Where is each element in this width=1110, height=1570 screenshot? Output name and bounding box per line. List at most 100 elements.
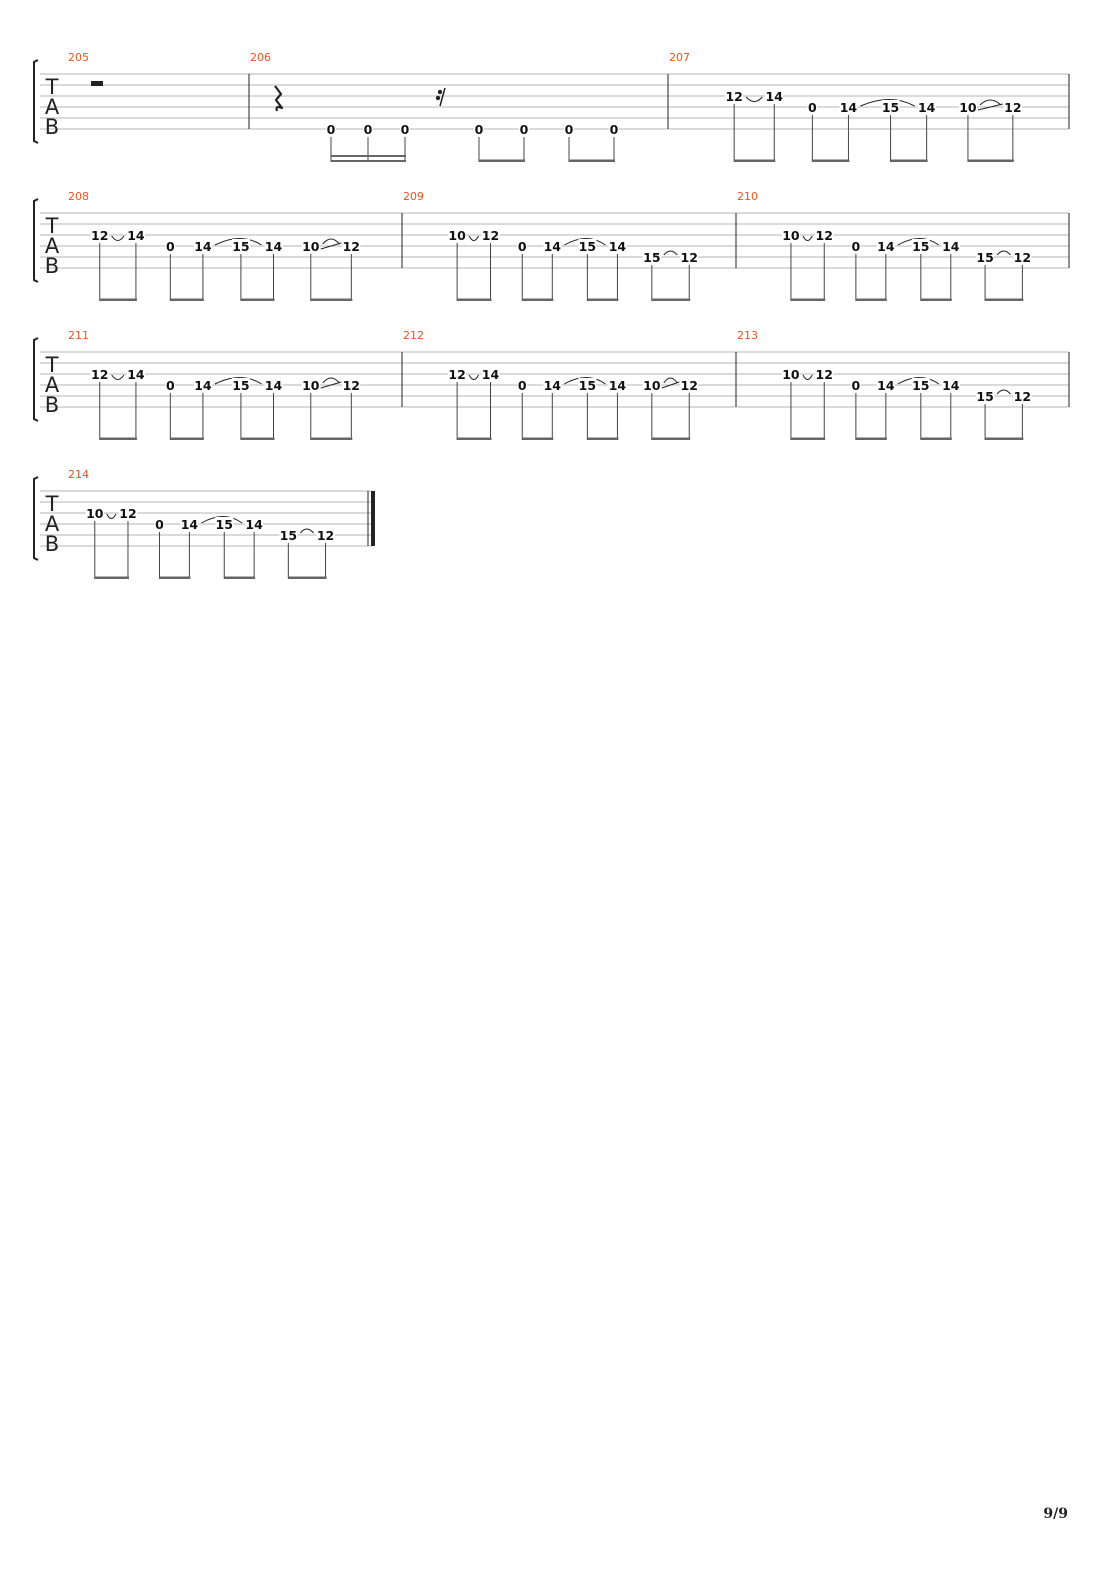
fret-bg xyxy=(264,239,283,252)
fret-bg xyxy=(448,228,467,241)
fret-bg xyxy=(1013,389,1032,402)
note-beam xyxy=(457,298,492,301)
fret-number: 14 xyxy=(609,239,627,254)
fret-bg xyxy=(543,378,562,391)
fret-number: 12 xyxy=(681,250,698,265)
tab-clef-letter: A xyxy=(45,95,60,119)
slur xyxy=(322,377,340,384)
slur xyxy=(214,238,262,246)
fret-number: 14 xyxy=(609,378,627,393)
fret-number: 0 xyxy=(852,378,861,393)
tab-clef-letter: A xyxy=(45,234,60,258)
fret-bg xyxy=(578,239,597,252)
fret-number: 10 xyxy=(302,378,320,393)
fret-number: 14 xyxy=(877,239,895,254)
slur xyxy=(979,99,1002,106)
fret-bg xyxy=(1013,250,1032,263)
measure-number: 211 xyxy=(68,329,89,342)
fret-number: 12 xyxy=(816,367,833,382)
fret-number: 10 xyxy=(448,228,466,243)
fret-number: 14 xyxy=(482,367,500,382)
fret-number: 0 xyxy=(327,122,336,137)
measure-number: 210 xyxy=(737,190,758,203)
note-beam xyxy=(99,298,137,301)
fret-bg xyxy=(642,378,661,391)
fret-bg xyxy=(316,528,335,541)
note-beam xyxy=(855,298,887,301)
note-beam xyxy=(159,576,191,579)
fret-number: 15 xyxy=(280,528,297,543)
fret-bg xyxy=(876,378,895,391)
fret-number: 14 xyxy=(544,239,562,254)
fret-bg xyxy=(326,122,336,135)
fret-bg xyxy=(279,528,298,541)
fret-bg xyxy=(118,506,137,519)
sixteenth-rest xyxy=(439,87,446,107)
tab-clef-letter: B xyxy=(45,254,59,278)
fret-number: 10 xyxy=(782,228,800,243)
sixteenth-rest-dot xyxy=(435,95,441,101)
slur xyxy=(860,99,915,107)
fret-bg xyxy=(342,239,361,252)
note-beam xyxy=(651,437,691,440)
slur xyxy=(106,513,117,519)
fret-number: 14 xyxy=(265,239,283,254)
note-beam xyxy=(457,437,492,440)
fret-bg xyxy=(165,378,176,391)
note-beam xyxy=(812,159,850,162)
fret-number: 14 xyxy=(127,367,145,382)
fret-bg xyxy=(976,250,995,263)
fret-bg xyxy=(154,517,165,530)
tab-clef-letter: T xyxy=(45,492,59,516)
slide-mark xyxy=(977,103,1003,111)
fret-number: 15 xyxy=(976,250,993,265)
slur xyxy=(663,377,678,384)
fret-number: 0 xyxy=(518,378,527,393)
fret-number: 12 xyxy=(91,228,108,243)
fret-bg xyxy=(180,517,199,530)
fret-number: 0 xyxy=(808,100,817,115)
slur xyxy=(745,96,763,102)
note-beam xyxy=(734,159,776,162)
half-rest xyxy=(91,81,103,86)
fret-bg xyxy=(850,239,861,252)
measure-number: 213 xyxy=(737,329,758,342)
fret-bg xyxy=(342,378,361,391)
system-bracket xyxy=(33,198,39,283)
note-beam xyxy=(569,159,615,162)
fret-bg xyxy=(911,378,930,391)
note-beam xyxy=(288,576,327,579)
quarter-rest xyxy=(274,85,284,112)
fret-bg xyxy=(807,100,818,113)
measure-number: 207 xyxy=(669,51,690,64)
slur xyxy=(564,238,606,246)
fret-number: 12 xyxy=(448,367,465,382)
measure-number: 206 xyxy=(250,51,271,64)
fret-number: 15 xyxy=(912,239,929,254)
note-beam xyxy=(967,159,1014,162)
measure: 205 xyxy=(68,51,103,86)
fret-bg xyxy=(165,239,176,252)
tab-clef-letter: A xyxy=(45,512,60,536)
fret-number: 12 xyxy=(1014,389,1031,404)
measure-number: 208 xyxy=(68,190,89,203)
note-beam xyxy=(310,437,353,440)
slide-mark xyxy=(661,381,680,389)
fret-bg xyxy=(765,89,784,102)
note-beam xyxy=(99,437,137,440)
fret-number: 0 xyxy=(852,239,861,254)
fret-number: 0 xyxy=(401,122,410,137)
fret-number: 0 xyxy=(364,122,373,137)
fret-bg xyxy=(781,367,800,380)
fret-number: 12 xyxy=(1014,250,1031,265)
note-beam xyxy=(170,298,204,301)
tab-clef-letter: T xyxy=(45,214,59,238)
fret-bg xyxy=(1003,100,1022,113)
